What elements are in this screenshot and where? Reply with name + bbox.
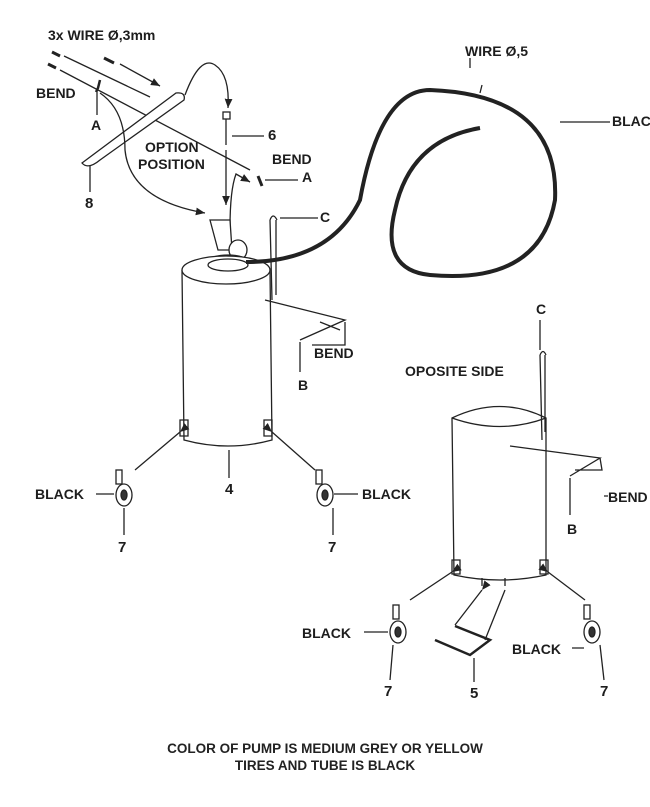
footer-note-line-2: TIRES AND TUBE IS BLACK — [234, 758, 416, 773]
bend-a-right-clip — [256, 175, 264, 187]
caster-left — [96, 423, 190, 535]
handle-part-8 — [81, 92, 185, 192]
wire-5-label: WIRE Ø,5 — [465, 43, 529, 59]
part-7a-label: 7 — [118, 539, 127, 556]
black-caster-2-label: BLACK — [362, 486, 411, 502]
b-left-label: B — [298, 377, 309, 393]
black-caster-4-label: BLACK — [512, 641, 561, 657]
part-7d-label: 7 — [600, 683, 609, 700]
bend-b-right-label: BEND — [608, 489, 648, 505]
caster-right — [262, 423, 358, 535]
part-8-label: 8 — [85, 195, 94, 212]
bracket-part-5 — [434, 590, 506, 682]
position-label: POSITION — [138, 156, 205, 172]
black-tube — [245, 87, 558, 278]
wire-c-right — [509, 320, 608, 515]
bend-a-right-label: BEND — [272, 151, 312, 167]
wire-3mm-label: 3x WIRE Ø,3mm — [48, 27, 156, 43]
part-6-pin — [184, 62, 264, 205]
black-tube-label: BLACK — [560, 114, 650, 128]
caster-bottom-left — [364, 563, 462, 681]
b-right-label: B — [567, 521, 578, 537]
a-right-label: A — [302, 169, 313, 185]
pump-opposite-side — [451, 405, 549, 586]
part-7c-label: 7 — [384, 683, 393, 700]
black-tube-text: BLACK — [612, 113, 650, 129]
c-right-label: C — [536, 301, 547, 317]
bend-a-left-label: BEND — [36, 85, 76, 101]
bend-b-left-label: BEND — [314, 345, 354, 361]
caster-bottom-right — [538, 563, 605, 681]
black-caster-1-label: BLACK — [35, 486, 84, 502]
part-5-label: 5 — [470, 685, 479, 702]
part-6-label: 6 — [268, 127, 277, 144]
part-7b-label: 7 — [328, 539, 337, 556]
black-caster-3-label: BLACK — [302, 625, 351, 641]
wire-c-left — [264, 215, 347, 372]
opposite-side-label: OPOSITE SIDE — [405, 363, 504, 379]
option-label: OPTION — [145, 139, 199, 155]
a-left-label: A — [91, 117, 102, 133]
pump-body-part-4 — [179, 255, 273, 478]
footer-note-line-1: COLOR OF PUMP IS MEDIUM GREY OR YELLOW — [167, 741, 483, 756]
part-4-label: 4 — [225, 481, 234, 498]
c-top-label: C — [320, 209, 331, 225]
